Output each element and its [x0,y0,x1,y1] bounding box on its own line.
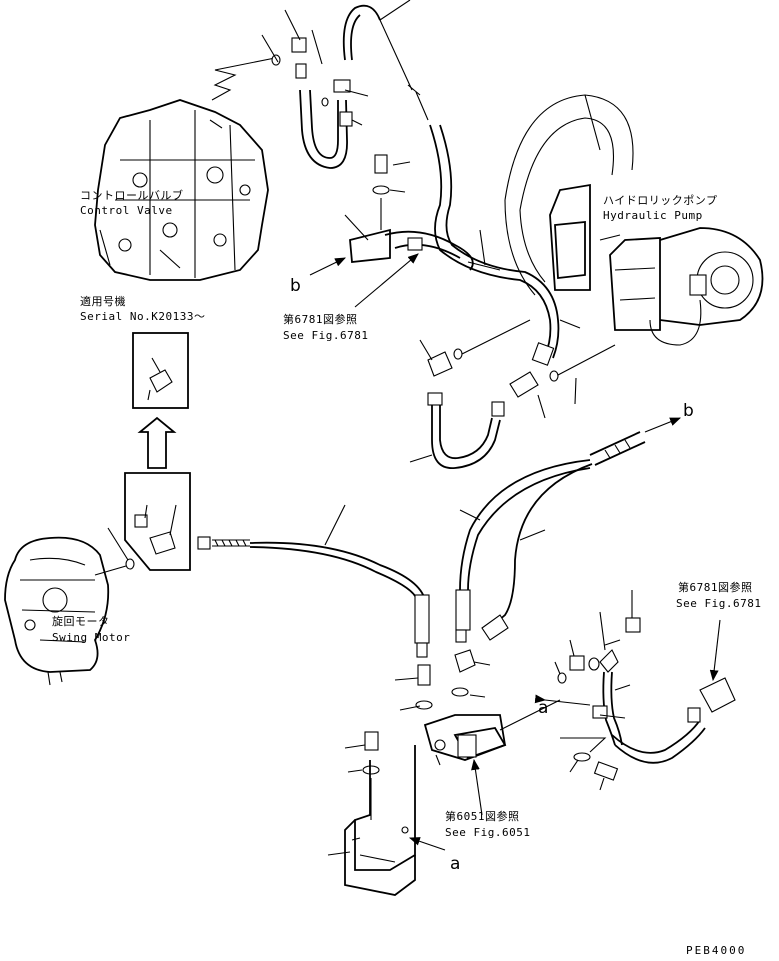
drawing-code: PEB4000 [686,944,747,957]
reference-fig6781-jp: 第6781図参照 [283,313,358,326]
valve-block-assembly [394,649,561,816]
clamp-assembly [344,154,501,271]
control-valve-label-en: Control Valve [80,204,173,217]
pointer-arrows [309,253,419,308]
hydraulic-pump-label-jp: ハイドロリックポンプ [603,194,718,207]
pump-supply-hose [379,19,581,366]
serial-inset [107,332,191,571]
hydraulic-pump-drawing [504,94,764,346]
pump-fittings [419,319,616,419]
swing-motor-hose [197,504,430,658]
right-fittings [534,590,736,791]
swing-motor-drawing [4,536,135,686]
reference-fig6781-right-jp: 第6781図参照 [678,581,753,594]
marker-b-right: b [683,401,694,421]
reference-fig6051-en: See Fig.6051 [445,826,531,839]
marker-a-bottom: a [450,854,461,874]
b-connection-hoses [455,417,682,643]
swing-motor-label-en: Swing Motor [52,631,131,644]
control-valve-label-jp: コントロールバルブ [80,189,184,202]
reference-fig6051-jp: 第6051図参照 [445,810,520,823]
serial-label-en: Serial No.K20133～ [80,310,206,323]
reference-fig6781-en: See Fig.6781 [283,329,369,342]
marker-a-right: a [538,698,549,718]
control-valve-hoses [261,0,411,169]
pump-return-hose [409,392,505,469]
serial-label-jp: 適用号機 [80,295,126,308]
mounting-bracket [327,731,446,896]
marker-b-left: b [290,276,301,296]
reference-fig6781-right-en: See Fig.6781 [676,597,762,610]
hydraulic-pump-label-en: Hydraulic Pump [603,209,703,222]
control-valve-drawing [94,57,276,281]
swing-motor-label-jp: 旋回モータ [52,615,110,628]
